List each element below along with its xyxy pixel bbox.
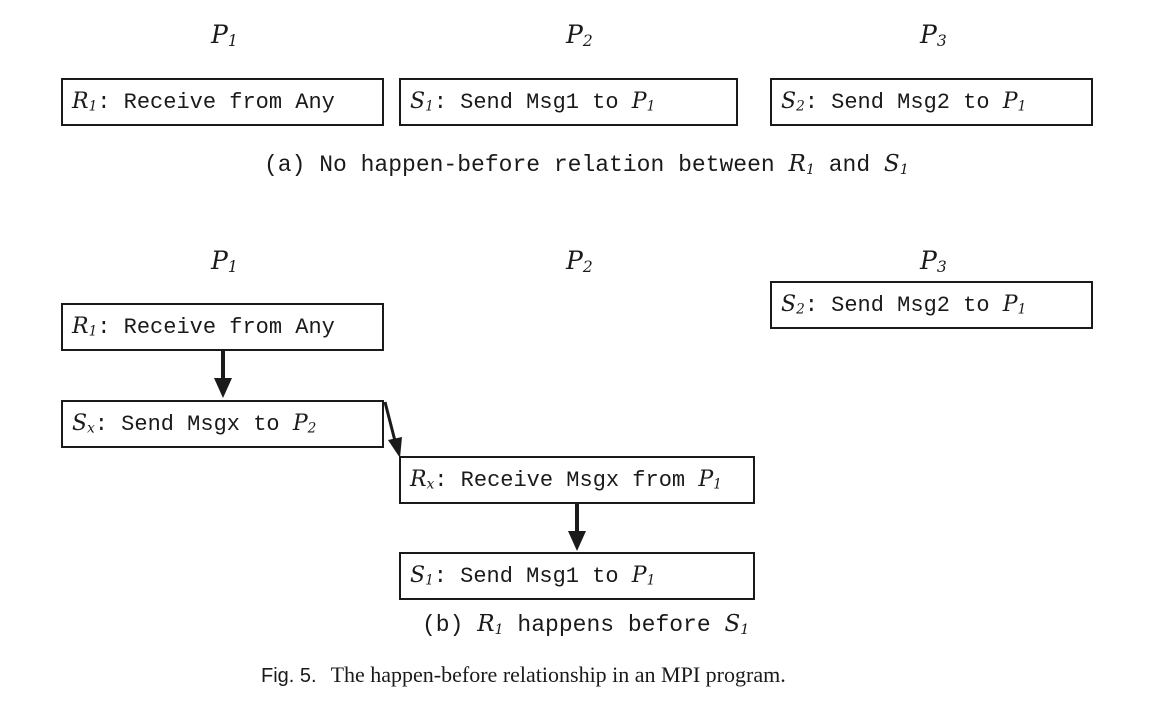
caption-b: (b) R1 happens before S1	[422, 611, 750, 638]
event-box-s2-a: S2: Send Msg2 to P1	[770, 78, 1093, 126]
process-label-p2-a: P2	[566, 20, 593, 50]
figure-caption-text: The happen-before relationship in an MPI…	[330, 662, 786, 687]
arrow-rx-to-s1	[568, 504, 586, 551]
arrow-r1-to-sx	[214, 351, 232, 398]
event-box-rx-b: Rx: Receive Msgx from P1	[399, 456, 755, 504]
event-box-s1-b: S1: Send Msg1 to P1	[399, 552, 755, 600]
process-label-p3-b: P3	[920, 246, 947, 276]
figure-caption: Fig. 5. The happen-before relationship in…	[261, 662, 786, 688]
arrow-sx-to-rx	[383, 401, 402, 458]
figure-label: Fig. 5.	[261, 665, 317, 687]
process-label-p1-a: P1	[211, 20, 238, 50]
event-box-sx-b: Sx: Send Msgx to P2	[61, 400, 384, 448]
event-box-r1-a: R1: Receive from Any	[61, 78, 384, 126]
event-box-r1-b: R1: Receive from Any	[61, 303, 384, 351]
event-box-s1-a: S1: Send Msg1 to P1	[399, 78, 738, 126]
caption-a: (a) No happen-before relation between R1…	[264, 151, 909, 178]
process-label-p2-b: P2	[566, 246, 593, 276]
event-box-s2-b: S2: Send Msg2 to P1	[770, 281, 1093, 329]
process-label-p1-b: P1	[211, 246, 238, 276]
process-label-p3-a: P3	[920, 20, 947, 50]
